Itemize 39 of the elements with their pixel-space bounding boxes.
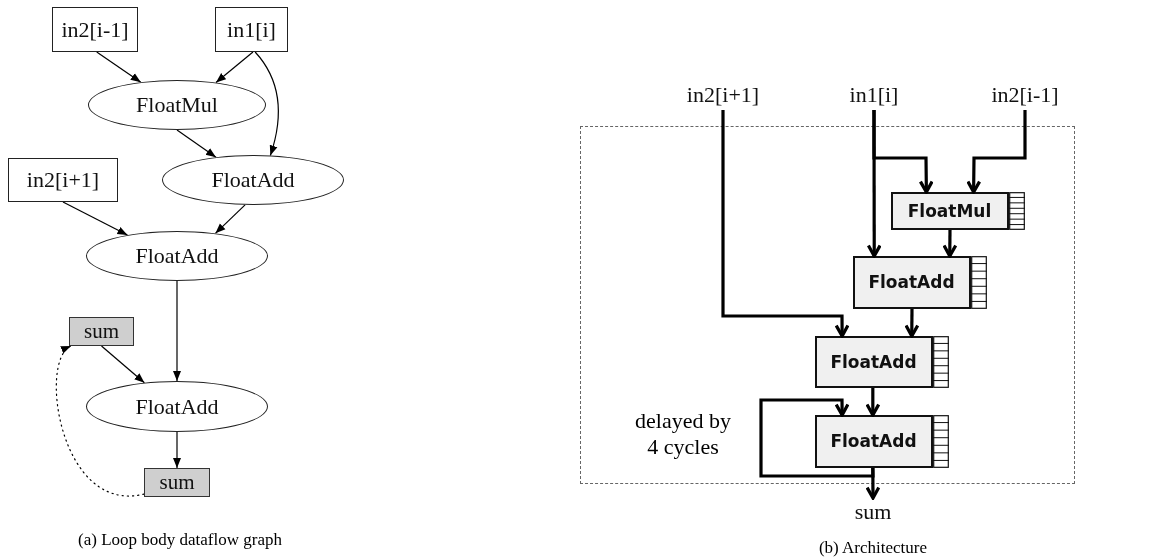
arrow — [173, 280, 181, 382]
functional-unit-box: FloatMul — [890, 191, 1009, 230]
functional-unit-box: FloatAdd — [814, 414, 933, 468]
arrow — [214, 204, 246, 234]
arrow — [100, 345, 145, 384]
arrow — [866, 110, 882, 258]
signal-label: sum — [848, 498, 898, 526]
arrow — [966, 110, 1027, 194]
arrow — [254, 51, 279, 157]
arrow — [176, 129, 217, 158]
caption: (b) Architecture — [818, 538, 928, 558]
arrow — [865, 388, 881, 417]
arrow — [96, 51, 142, 83]
arrow — [865, 468, 881, 500]
arrow — [173, 431, 181, 469]
arrow — [721, 110, 850, 338]
arrow — [62, 201, 129, 236]
edge-label: delayed by 4 cycles — [634, 408, 732, 461]
variable-box: sum — [69, 317, 134, 346]
functional-unit-box: FloatAdd — [814, 335, 933, 388]
signal-label: in2[i+1] — [672, 80, 774, 110]
caption: (a) Loop body dataflow graph — [78, 530, 282, 550]
operation-ellipse: FloatAdd — [162, 155, 344, 205]
arrow — [215, 51, 254, 84]
signal-label: in1[i] — [840, 80, 908, 110]
arrow — [56, 345, 145, 497]
input-box: in2[i-1] — [52, 7, 138, 52]
arrow — [904, 309, 920, 338]
arrow — [759, 398, 875, 478]
arrow — [942, 230, 958, 258]
operation-ellipse: FloatMul — [88, 80, 266, 130]
boundary-region — [580, 126, 1075, 484]
operation-ellipse: FloatAdd — [86, 231, 268, 281]
variable-box: sum — [144, 468, 210, 497]
signal-label: in2[i-1] — [975, 80, 1075, 110]
input-box: in1[i] — [215, 7, 288, 52]
operation-ellipse: FloatAdd — [86, 381, 268, 432]
input-box: in2[i+1] — [8, 158, 118, 202]
functional-unit-box: FloatAdd — [852, 255, 971, 309]
